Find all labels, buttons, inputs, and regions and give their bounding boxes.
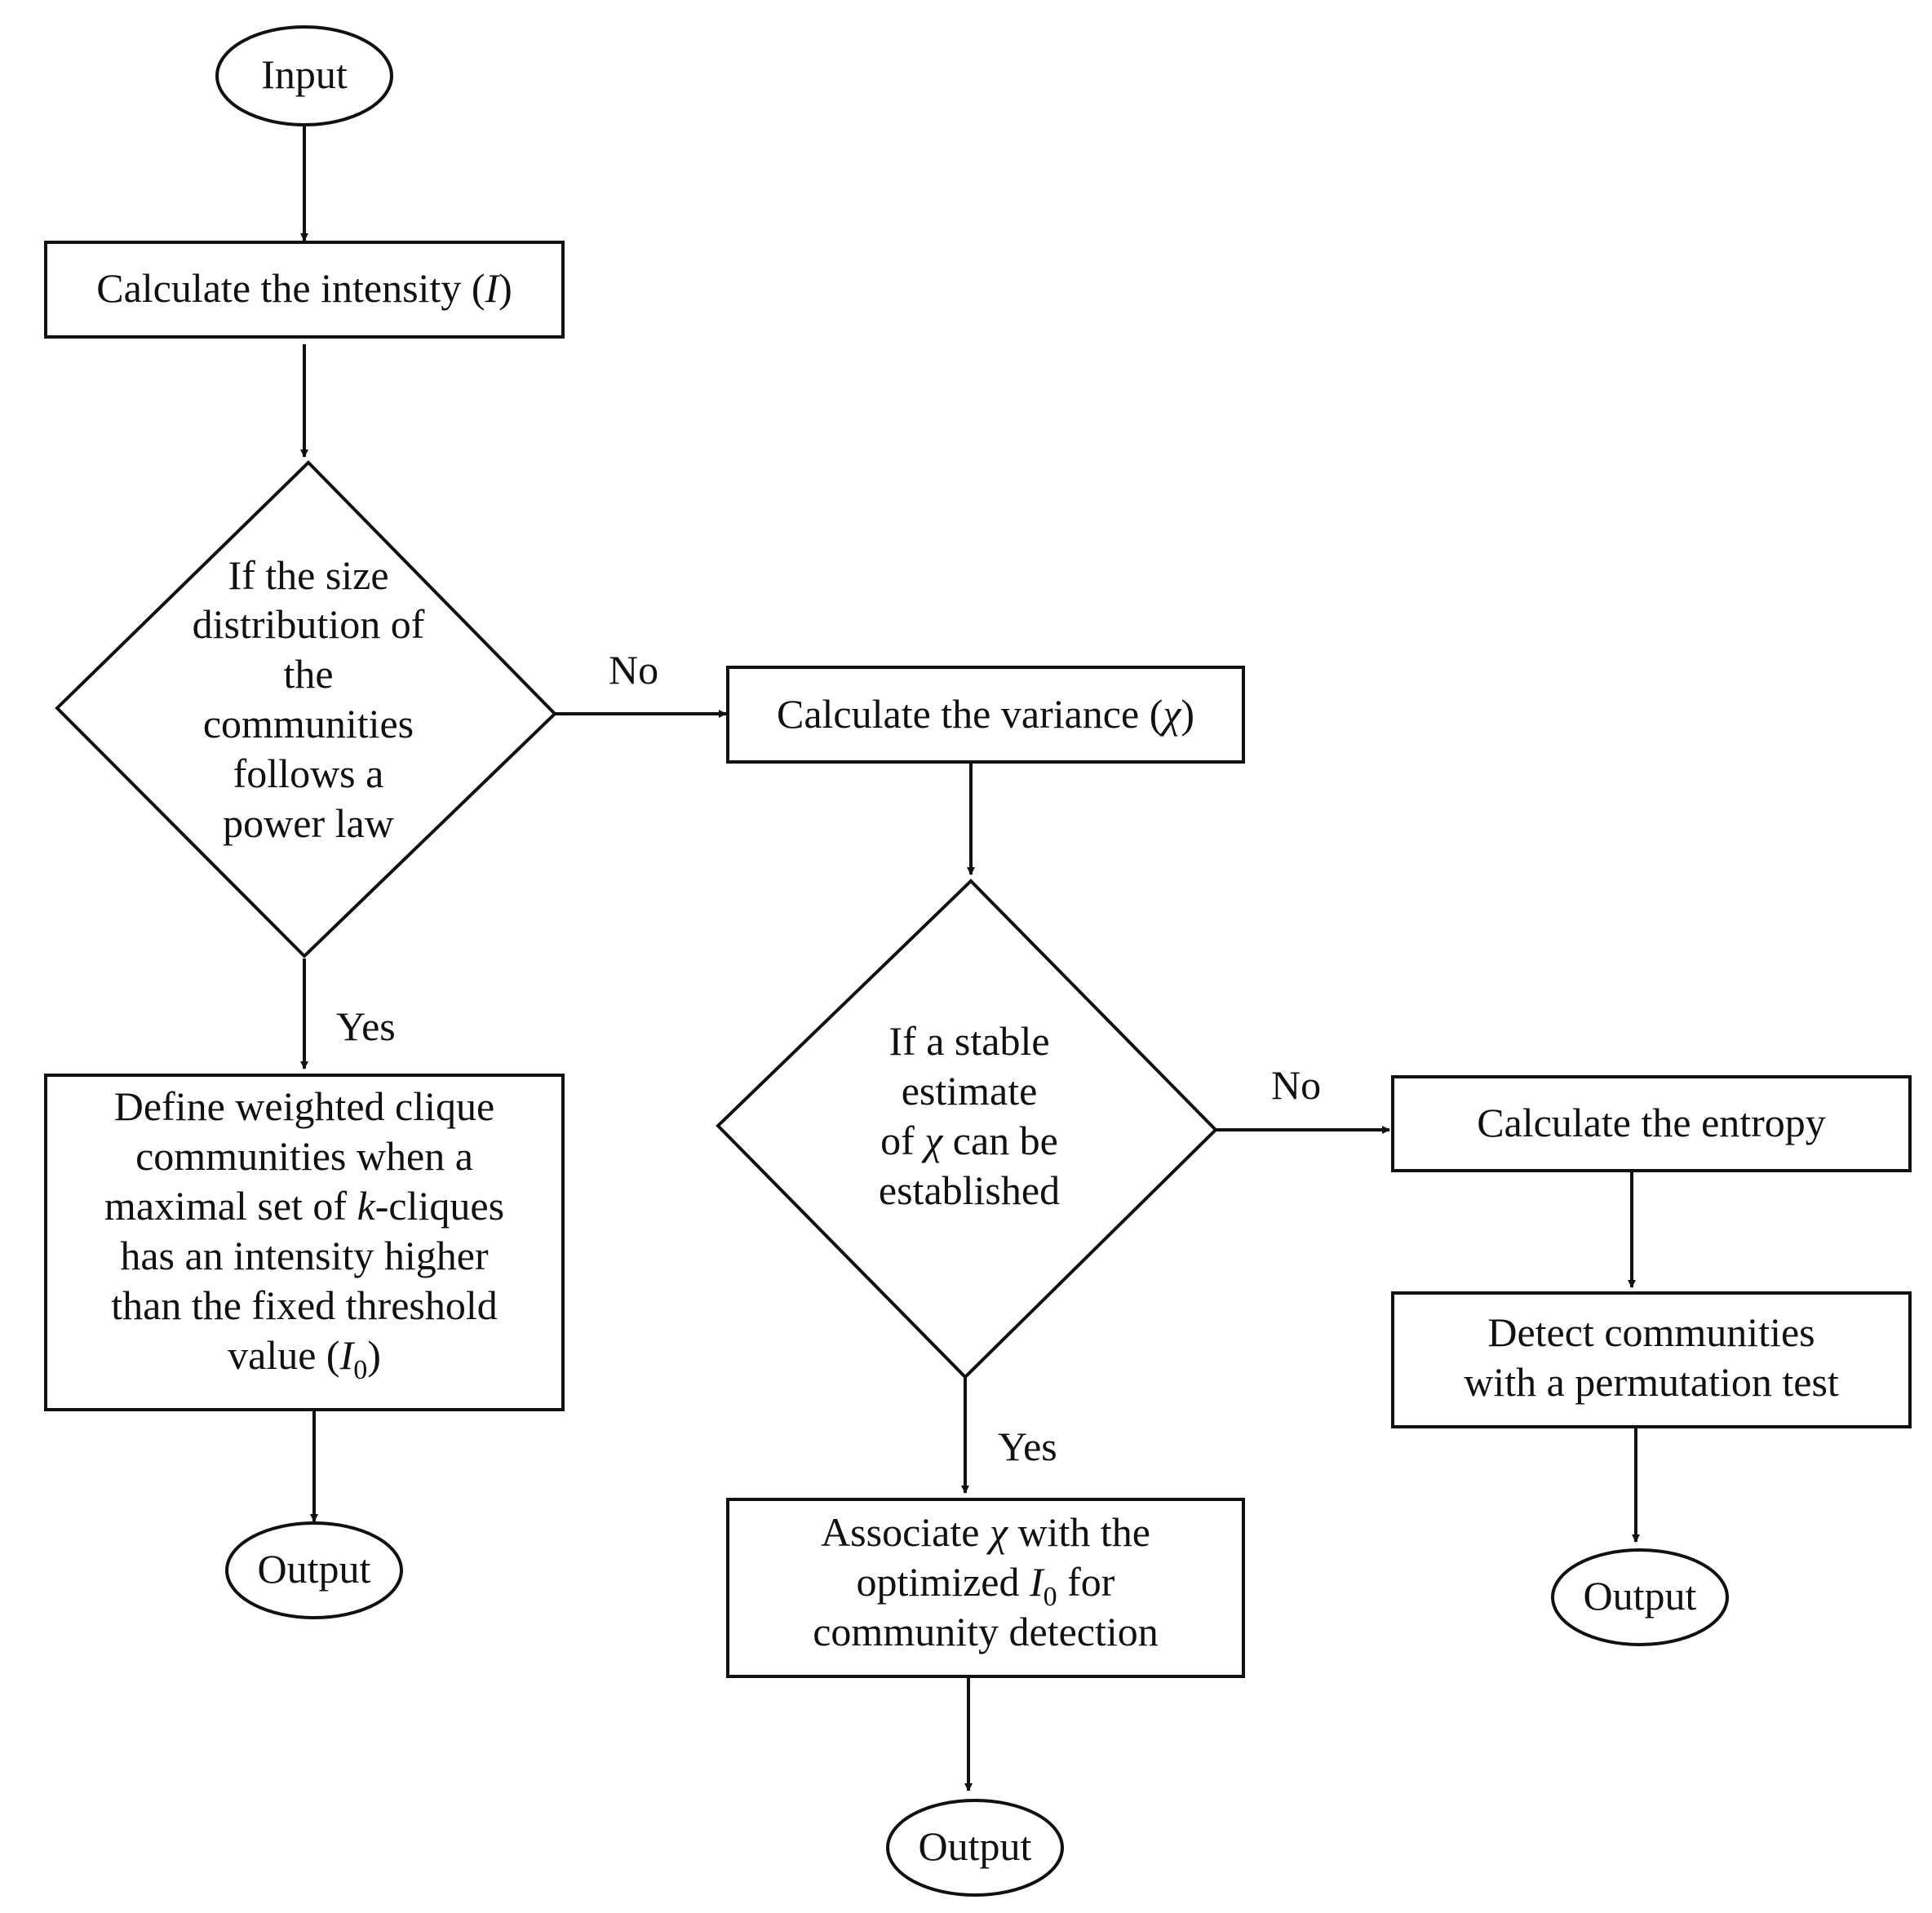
- edge-label-yes-power-law: Yes: [336, 1003, 396, 1049]
- edge-label-no-stable: No: [1271, 1062, 1321, 1108]
- output-middle-node: Output: [886, 1799, 1064, 1897]
- output-right-node: Output: [1551, 1548, 1729, 1646]
- decision-stable-node: If a stable estimate of χ can be establi…: [716, 879, 1218, 1379]
- associate-node: Associate χ with the optimized I0 for co…: [726, 1498, 1245, 1678]
- decision-power-law-line-6: power law: [223, 800, 394, 846]
- decision-stable-line-3: of χ can be: [880, 1118, 1058, 1163]
- calc-entropy-label: Calculate the entropy: [1477, 1100, 1826, 1145]
- edge-label-no-power-law: No: [609, 647, 658, 693]
- define-cliques-line-4: has an intensity higher: [120, 1233, 489, 1278]
- associate-line-3: community detection: [813, 1609, 1159, 1654]
- decision-stable-line-4: established: [879, 1167, 1060, 1213]
- calc-intensity-label: Calculate the intensity (I): [96, 265, 512, 311]
- output-left-node: Output: [225, 1521, 403, 1619]
- define-cliques-line-1: Define weighted clique: [114, 1083, 494, 1129]
- decision-power-law-line-3: the: [283, 651, 333, 697]
- detect-line-2: with a permutation test: [1464, 1359, 1839, 1405]
- edges: [300, 126, 1640, 1791]
- calc-variance-label: Calculate the variance (χ): [777, 691, 1194, 737]
- output-right-label: Output: [1584, 1573, 1697, 1619]
- decision-stable-line-1: If a stable: [888, 1018, 1049, 1064]
- output-left-label: Output: [258, 1546, 371, 1592]
- decision-stable-line-2: estimate: [902, 1068, 1038, 1114]
- associate-line-1: Associate χ with the: [821, 1509, 1150, 1555]
- input-label: Input: [261, 51, 348, 97]
- edge-label-yes-stable: Yes: [998, 1424, 1057, 1469]
- calc-variance-node: Calculate the variance (χ): [726, 666, 1245, 764]
- calc-entropy-node: Calculate the entropy: [1391, 1075, 1912, 1172]
- define-cliques-line-6: value (I0): [228, 1332, 381, 1385]
- calc-intensity-node: Calculate the intensity (I): [44, 241, 565, 339]
- decision-power-law-line-1: If the size: [228, 552, 388, 598]
- associate-line-2: optimized I0 for: [857, 1559, 1115, 1612]
- define-cliques-line-2: communities when a: [135, 1133, 473, 1179]
- output-middle-label: Output: [919, 1823, 1032, 1869]
- detect-node: Detect communities with a permutation te…: [1391, 1291, 1912, 1428]
- decision-power-law-line-4: communities: [203, 701, 414, 746]
- define-cliques-node: Define weighted clique communities when …: [44, 1074, 565, 1411]
- decision-power-law-line-5: follows a: [233, 751, 384, 796]
- input-node: Input: [215, 25, 393, 126]
- decision-power-law-line-2: distribution of: [193, 601, 425, 647]
- define-cliques-line-5: than the fixed threshold: [111, 1282, 498, 1328]
- decision-power-law-node: If the size distribution of the communit…: [55, 460, 557, 959]
- define-cliques-line-3: maximal set of k-cliques: [104, 1183, 504, 1229]
- detect-line-1: Detect communities: [1487, 1309, 1815, 1355]
